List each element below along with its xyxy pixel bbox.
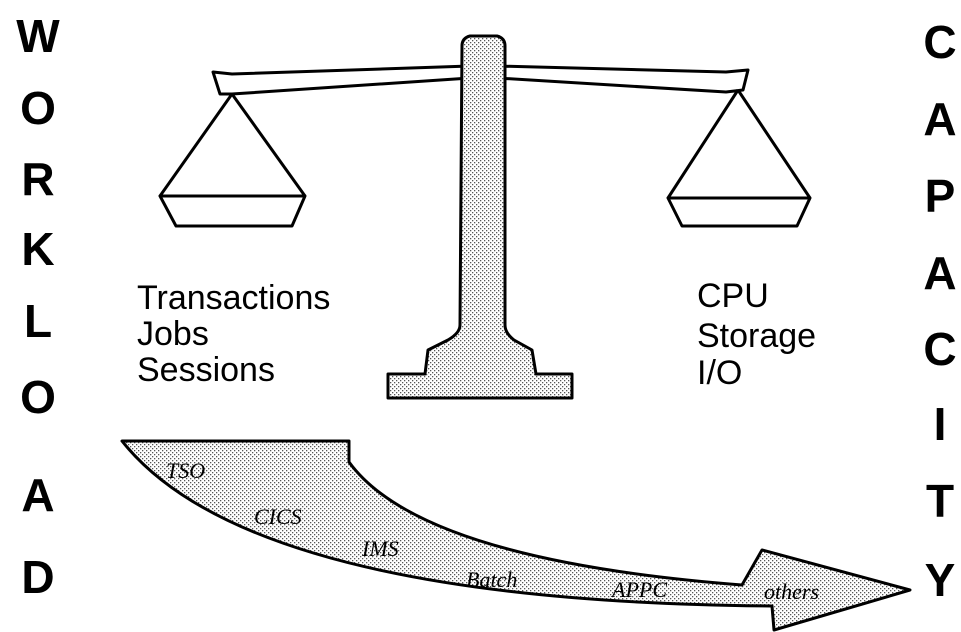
capacity-letter: P [925, 170, 956, 222]
workload-vertical-label: W O R K L O A D [16, 10, 60, 603]
scale-beam-right [495, 64, 750, 94]
left-pan-item: Sessions [137, 351, 275, 389]
capacity-letter: A [923, 93, 956, 145]
workload-type: others [764, 579, 819, 604]
left-pan-labels: Transactions Jobs Sessions [137, 279, 330, 389]
capacity-letter: C [923, 323, 956, 375]
workload-letter: L [24, 295, 52, 347]
capacity-letter: A [923, 247, 956, 299]
capacity-letter: I [934, 398, 947, 450]
workload-arrow [120, 439, 912, 632]
workload-type-labels: TSO CICS IMS Batch APPC others [166, 458, 819, 604]
capacity-vertical-label: C A P A C I T Y [923, 16, 956, 606]
capacity-letter: T [926, 475, 954, 527]
left-pan-item: Transactions [137, 279, 330, 317]
right-pan-item: CPU [697, 277, 769, 315]
right-pan-labels: CPU Storage I/O [697, 277, 816, 392]
workload-type: APPC [610, 577, 667, 602]
balance-scale [158, 34, 812, 400]
workload-letter: R [21, 153, 54, 205]
workload-letter: A [21, 469, 54, 521]
workload-letter: D [21, 551, 54, 603]
right-pan-item: Storage [697, 317, 816, 355]
workload-letter: O [20, 82, 56, 134]
capacity-letter: Y [925, 554, 956, 606]
workload-type: Batch [466, 567, 517, 592]
workload-letter: W [16, 10, 60, 62]
workload-type: CICS [254, 504, 302, 529]
workload-type: IMS [361, 536, 399, 561]
capacity-letter: C [923, 16, 956, 68]
workload-letter: O [20, 371, 56, 423]
scale-pillar [386, 34, 574, 400]
workload-letter: K [21, 223, 54, 275]
right-pan [666, 89, 812, 228]
left-pan-item: Jobs [137, 315, 209, 353]
scale-beam [211, 64, 472, 96]
workload-type: TSO [166, 458, 205, 483]
left-pan [158, 93, 307, 228]
right-pan-item: I/O [697, 354, 742, 392]
